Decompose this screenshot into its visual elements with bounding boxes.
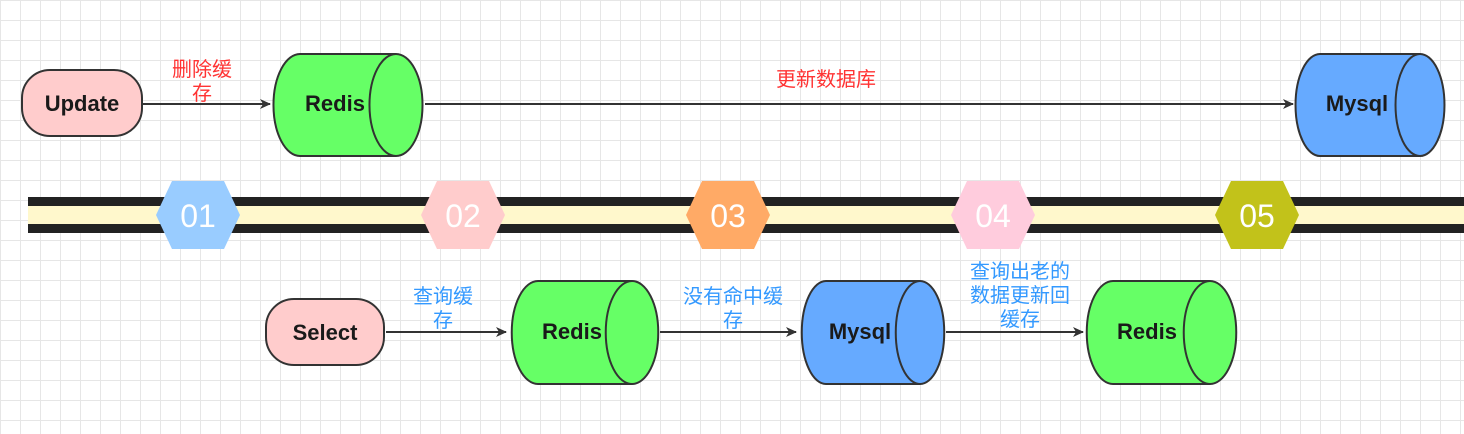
update-flow: Update 删除缓 存 Redis 更新数据库 Mysql <box>21 53 1446 157</box>
refill-cache-label-line1: 查询出老的 <box>970 259 1070 283</box>
delete-cache-label-line1: 删除缓 <box>172 57 232 81</box>
cache-miss-label-line1: 没有命中缓 <box>683 284 783 308</box>
select-redis-label-1: Redis <box>542 319 602 344</box>
update-node-label: Update <box>45 91 120 116</box>
timeline-hexagon <box>421 181 505 249</box>
timeline-step-03: 03 <box>686 181 770 249</box>
query-cache-label-line1: 查询缓 <box>413 284 473 308</box>
select-redis-node-1[interactable]: Redis <box>510 280 660 385</box>
update-node[interactable]: Update <box>21 69 143 137</box>
timeline-hexagon <box>686 181 770 249</box>
cache-miss-label-line2: 存 <box>723 308 743 332</box>
select-node[interactable]: Select <box>265 298 385 366</box>
timeline-step-label: 04 <box>975 198 1011 234</box>
query-cache-label-line2: 存 <box>433 308 453 332</box>
timeline-step-05: 05 <box>1215 181 1299 249</box>
select-node-label: Select <box>293 320 358 345</box>
timeline-step-label: 05 <box>1239 198 1275 234</box>
delete-cache-label-line2: 存 <box>192 81 212 105</box>
timeline-step-02: 02 <box>421 181 505 249</box>
timeline-step-01: 01 <box>156 181 240 249</box>
timeline-hexagon <box>951 181 1035 249</box>
update-mysql-node[interactable]: Mysql <box>1294 53 1446 157</box>
timeline-step-label: 03 <box>710 198 746 234</box>
update-redis-node[interactable]: Redis <box>272 53 424 157</box>
refill-cache-label-line3: 缓存 <box>1000 307 1040 331</box>
select-mysql-label: Mysql <box>829 319 891 344</box>
update-redis-label: Redis <box>305 91 365 116</box>
timeline-step-label: 01 <box>180 198 216 234</box>
select-mysql-node[interactable]: Mysql <box>800 280 946 385</box>
timeline: 01 02 03 04 05 <box>28 181 1464 249</box>
refill-cache-label-line2: 数据更新回 <box>970 283 1070 307</box>
timeline-hexagon <box>1215 181 1299 249</box>
timeline-hexagon <box>156 181 240 249</box>
select-redis-label-2: Redis <box>1117 319 1177 344</box>
timeline-step-label: 02 <box>445 198 481 234</box>
select-flow: Select 查询缓 存 Redis 没有命中缓 存 Mysql 查询出老的 数… <box>265 259 1238 385</box>
timeline-step-04: 04 <box>951 181 1035 249</box>
select-redis-node-2[interactable]: Redis <box>1085 280 1238 385</box>
update-db-label: 更新数据库 <box>776 67 876 91</box>
update-mysql-label: Mysql <box>1326 91 1388 116</box>
